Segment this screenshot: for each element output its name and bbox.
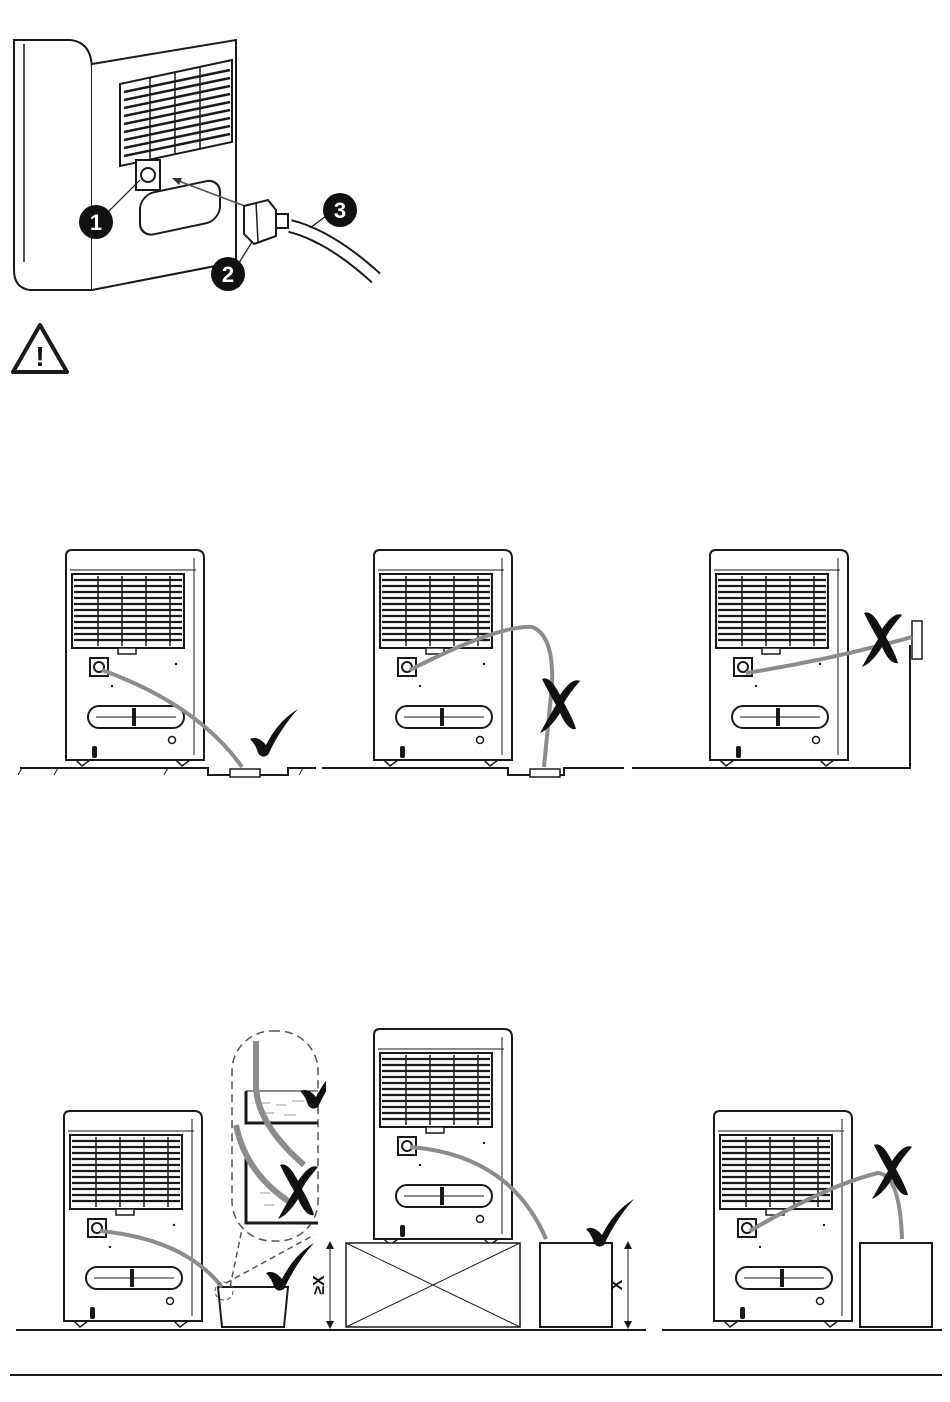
warning-triangle-icon: ! — [10, 322, 70, 376]
svg-text:X: X — [609, 1279, 626, 1290]
callout-1: 1 — [79, 205, 113, 239]
callout-2: 2 — [211, 257, 245, 291]
svg-text:3: 3 — [334, 198, 346, 223]
row1-scene-1 — [18, 545, 318, 795]
svg-text:2: 2 — [222, 262, 234, 287]
hose-connection-figure: 1 2 3 — [0, 30, 400, 300]
svg-text:≥X: ≥X — [311, 1275, 328, 1295]
drain-outlet — [136, 160, 160, 190]
row2-scene-3 — [658, 1025, 948, 1340]
cross-icon — [540, 678, 580, 733]
callout-3: 3 — [323, 193, 357, 227]
page-footer-rule — [10, 1374, 942, 1376]
row1-scene-3 — [630, 545, 950, 795]
svg-text:1: 1 — [90, 210, 102, 235]
height-indicator-left: ≥X — [311, 1241, 334, 1329]
row2-scene-2: ≥X X — [310, 1025, 650, 1340]
check-icon — [266, 1243, 314, 1291]
check-icon — [586, 1199, 634, 1247]
row2-scene-1 — [14, 1025, 326, 1340]
svg-text:!: ! — [35, 341, 44, 372]
check-icon — [250, 709, 298, 757]
row1-scene-2 — [318, 545, 628, 795]
hose-coupling — [244, 200, 288, 244]
